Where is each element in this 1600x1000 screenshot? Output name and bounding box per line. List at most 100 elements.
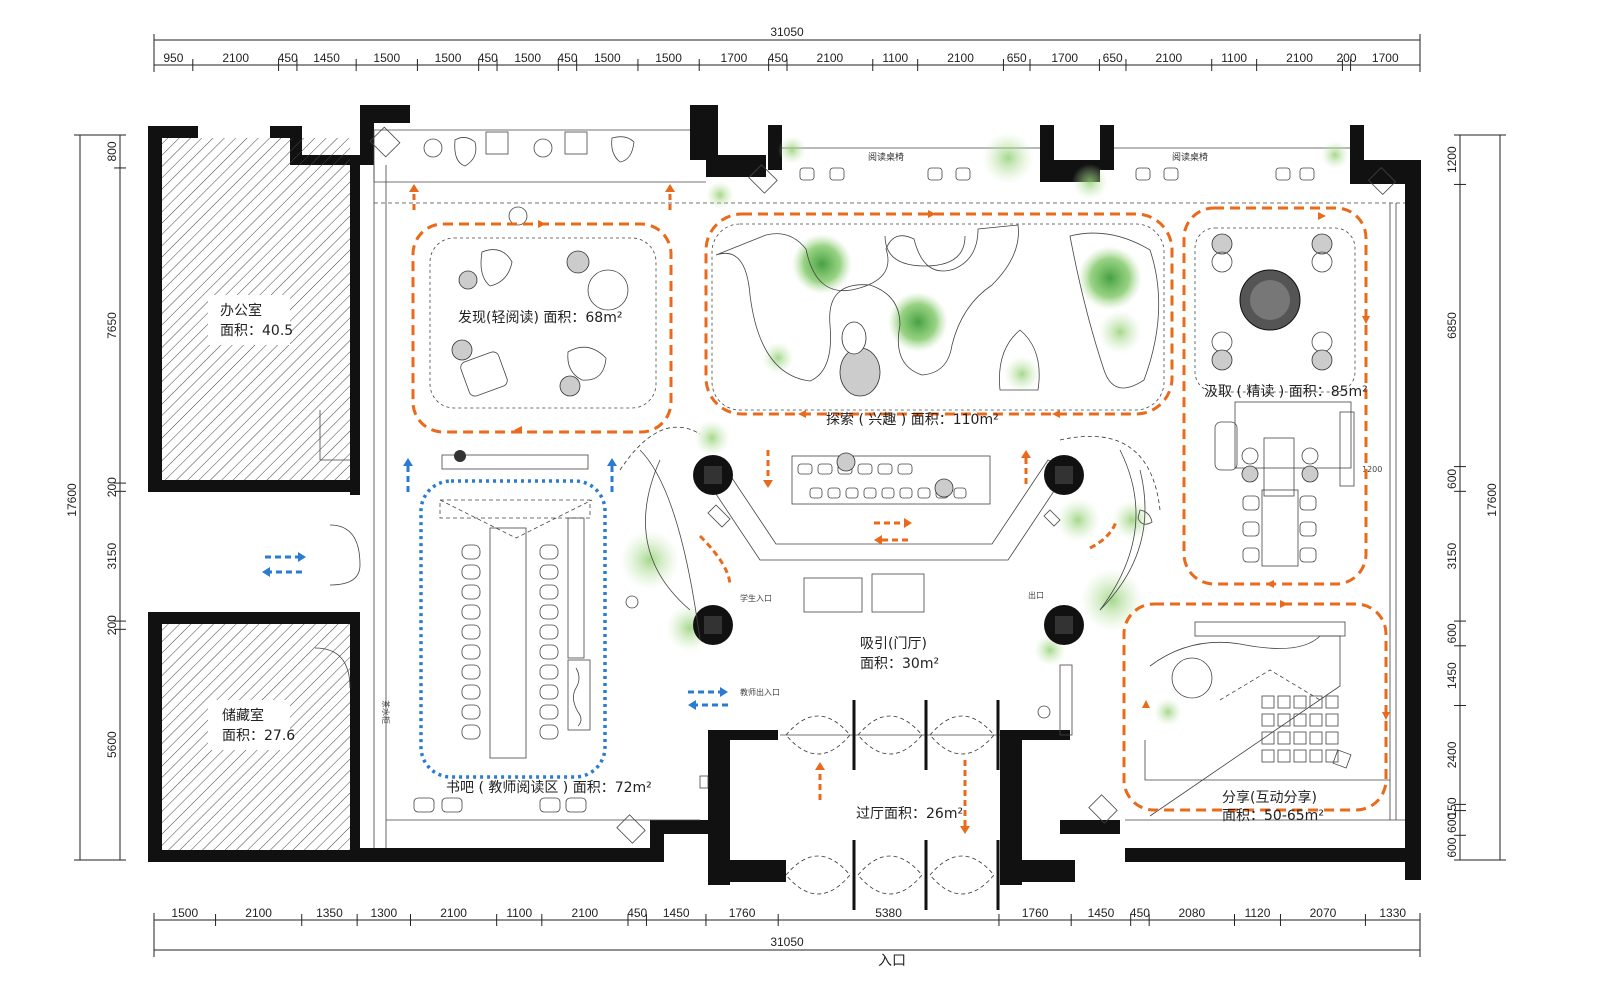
bottom-seg-label: 450 <box>1130 906 1150 920</box>
door-swing <box>785 715 851 755</box>
misc <box>314 410 1073 844</box>
seat <box>1261 731 1275 745</box>
left-seg-label: 3150 <box>105 543 119 570</box>
stool <box>863 487 877 499</box>
bottom-seg-label: 1100 <box>506 906 532 920</box>
seat <box>1309 695 1323 709</box>
top-seg-label: 1700 <box>721 51 748 65</box>
seat <box>1293 731 1307 745</box>
seat <box>1325 731 1339 745</box>
lobby-name: 吸引(门厅) <box>860 636 927 652</box>
bookbar-label: 书吧 ( 教师阅读区 ) 面积：72m² <box>446 779 652 796</box>
top-seg-label: 450 <box>768 51 788 65</box>
top-seg-label: 1500 <box>373 51 400 65</box>
inner-dim-note: 1200 <box>1362 465 1382 474</box>
door-swing <box>857 855 923 895</box>
seat <box>1325 713 1339 727</box>
chair <box>539 564 559 580</box>
right-seg-label: 6850 <box>1445 312 1459 339</box>
chair <box>539 724 559 740</box>
top-seg-label: 1500 <box>655 51 682 65</box>
bottom-seg-label: 1500 <box>171 906 198 920</box>
stool <box>881 487 895 499</box>
chair <box>461 644 481 660</box>
chair <box>461 704 481 720</box>
bookbar-room <box>439 450 593 759</box>
chair <box>461 564 481 580</box>
bottom-seg-label: 1450 <box>1088 906 1115 920</box>
stool <box>809 487 823 499</box>
seat <box>1261 695 1275 709</box>
seat <box>1325 695 1339 709</box>
dim-total-left: 17600 <box>65 483 79 517</box>
bottom-seg-label: 450 <box>627 906 647 920</box>
bottom-seg-label: 1300 <box>370 906 397 920</box>
left-seg-label: 800 <box>105 141 119 161</box>
bottom-seg-label: 2100 <box>572 906 599 920</box>
seat <box>1309 731 1323 745</box>
absorb-room: 1200 <box>1194 227 1382 567</box>
dimension-right: 17600 1200685060031506001450240015060060… <box>1445 134 1506 861</box>
stool <box>845 487 859 499</box>
explore-label: 探索 ( 兴趣 ) 面积：110m² <box>826 411 999 428</box>
stool <box>857 463 873 475</box>
reading-bench-label-2: 阅读桌椅 <box>1172 151 1208 163</box>
bottom-seg-label: 5380 <box>875 906 902 920</box>
right-seg-label: 600 <box>1445 837 1459 857</box>
right-seg-label: 600 <box>1445 623 1459 643</box>
dim-total-top: 31050 <box>770 25 804 39</box>
explore-room <box>711 223 1165 411</box>
top-seg-label: 450 <box>278 51 298 65</box>
dim-total-bottom: 31050 <box>770 935 804 949</box>
bottom-seg-label: 1120 <box>1245 906 1271 920</box>
top-seg-label: 2100 <box>222 51 249 65</box>
bottom-seg-label: 2070 <box>1310 906 1337 920</box>
bottom-seg-label: 2080 <box>1178 906 1205 920</box>
seat <box>1293 713 1307 727</box>
right-seg-label: 600 <box>1445 469 1459 489</box>
top-seg-label: 2100 <box>1155 51 1182 65</box>
top-seg-label: 650 <box>1007 51 1027 65</box>
seat <box>1309 713 1323 727</box>
bottom-seg-label: 2100 <box>245 906 272 920</box>
dim-total-right: 17600 <box>1485 483 1499 517</box>
bottom-seg-label: 1760 <box>1022 906 1049 920</box>
reading-bench-label-1: 阅读桌椅 <box>868 151 904 163</box>
top-seg-label: 1100 <box>882 51 908 65</box>
chair <box>461 624 481 640</box>
top-seg-label: 1100 <box>1221 51 1247 65</box>
seat <box>1277 731 1291 745</box>
left-seg-label: 7650 <box>105 312 119 339</box>
right-seg-label: 1450 <box>1445 662 1459 689</box>
seat <box>1277 695 1291 709</box>
stool <box>897 463 913 475</box>
left-seg-label: 200 <box>105 615 119 635</box>
right-seg-label: 3150 <box>1445 543 1459 570</box>
top-seg-label: 1700 <box>1051 51 1078 65</box>
stool <box>877 463 893 475</box>
seat <box>1325 749 1339 763</box>
bottom-seg-label: 1330 <box>1379 906 1406 920</box>
top-seg-label: 1450 <box>313 51 340 65</box>
teacher-entrance-label: 教师出入口 <box>740 687 780 697</box>
top-seg-label: 450 <box>478 51 498 65</box>
share-area: 面积：50-65m² <box>1222 808 1324 824</box>
chair <box>461 584 481 600</box>
top-seg-label: 1700 <box>1372 51 1399 65</box>
student-entrance-label: 学生入口 <box>740 593 772 603</box>
lobby-area: 面积：30m² <box>860 656 939 672</box>
door-swing <box>785 855 851 895</box>
seat <box>1277 749 1291 763</box>
storage-name: 储藏室 <box>222 707 264 724</box>
chair <box>461 544 481 560</box>
hall-doors <box>780 700 1000 910</box>
hall-label: 过厅面积：26m² <box>856 806 963 822</box>
stool <box>917 487 931 499</box>
chair <box>539 604 559 620</box>
top-seg-label: 200 <box>1336 51 1356 65</box>
stool <box>797 463 813 475</box>
